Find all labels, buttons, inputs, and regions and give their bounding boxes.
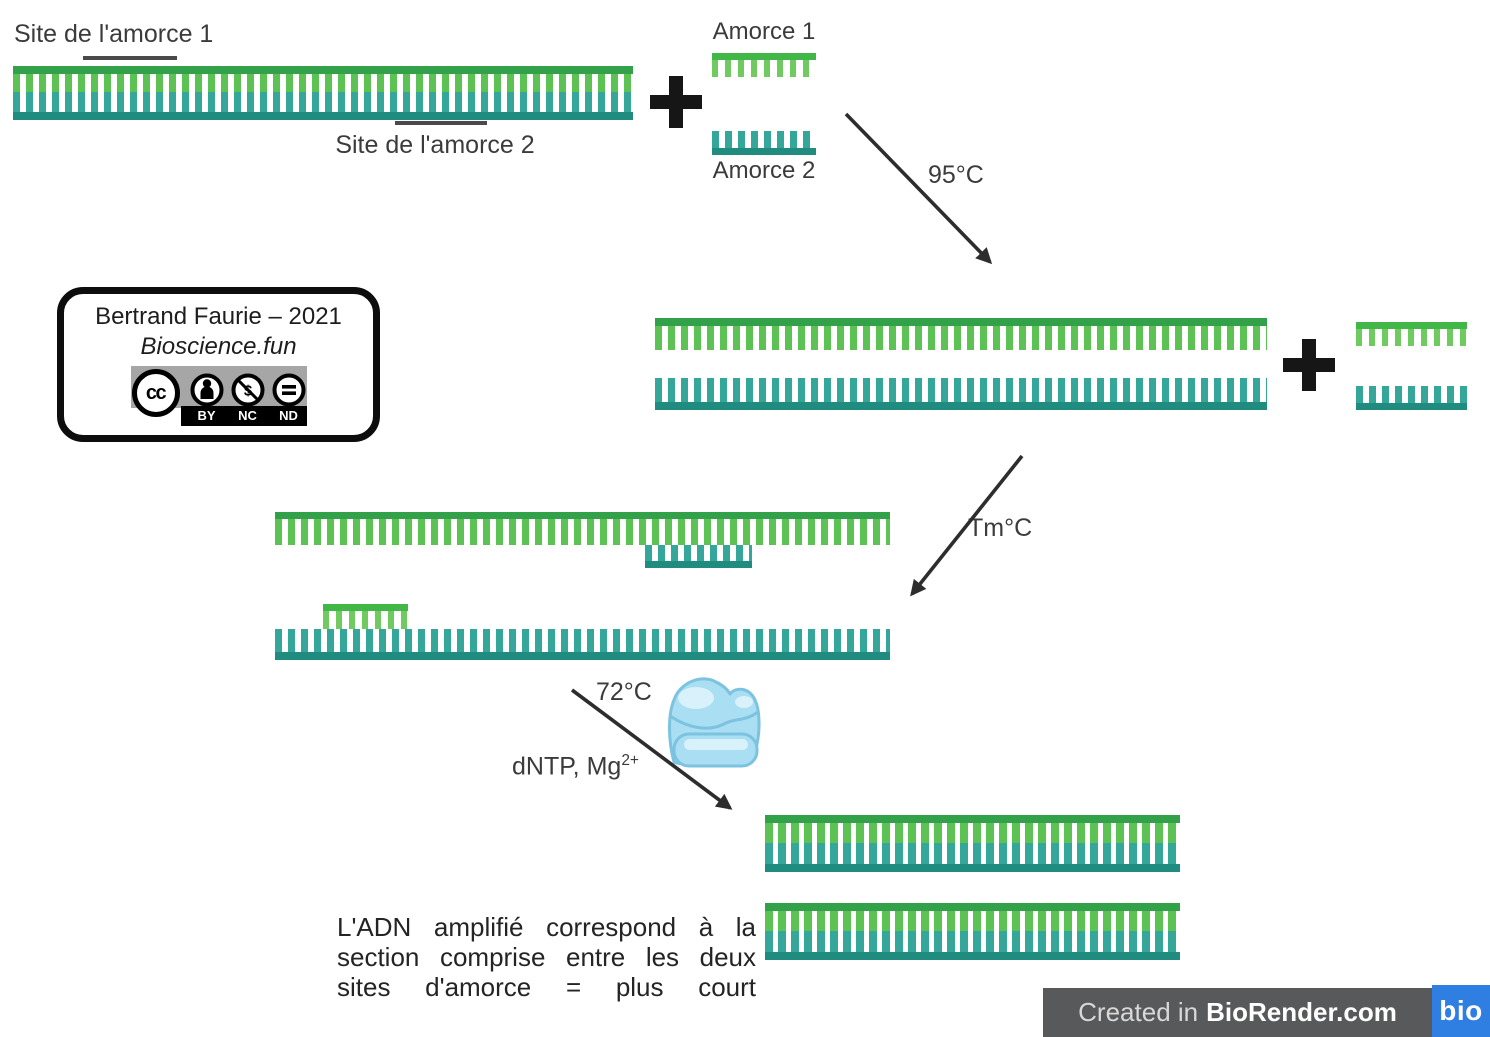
biorender-logo: bio xyxy=(1432,985,1490,1037)
caption-line: sites d'amorce = plus court xyxy=(337,972,756,1002)
credit-brand: BioRender.com xyxy=(1206,997,1397,1027)
antisense-bases xyxy=(13,92,633,112)
cc-badge-nd: ND xyxy=(279,408,298,423)
annealed-primer-2 xyxy=(645,545,752,568)
license-website: Bioscience.fun xyxy=(140,333,297,360)
sense-bases xyxy=(13,74,633,92)
attribution-person-icon xyxy=(190,373,223,407)
primer-backbone xyxy=(1356,322,1467,329)
primer-backbone xyxy=(323,604,408,611)
strand-bases xyxy=(655,326,1267,350)
strand-backbone xyxy=(275,512,890,519)
denatured-sense-strand xyxy=(655,318,1267,350)
strand-backbone xyxy=(275,652,890,660)
caption-text: L'ADN amplifié correspond à la section c… xyxy=(337,912,756,1002)
antisense-bases xyxy=(765,843,1180,864)
plus-icon xyxy=(650,76,702,128)
cc-icon: cc xyxy=(131,369,180,417)
product-dna-2 xyxy=(765,903,1180,960)
caption-line: section comprise entre les deux xyxy=(337,942,756,972)
license-box: Bertrand Faurie – 2021 Bioscience.fun cc… xyxy=(57,287,380,442)
primer-backbone xyxy=(712,148,816,155)
sense-bases xyxy=(765,911,1180,931)
primer-bases xyxy=(645,545,752,561)
plus-icon xyxy=(1283,339,1335,391)
no-derivatives-icon xyxy=(272,373,305,407)
credit-prefix: Created in xyxy=(1078,997,1199,1027)
extension-temp-label: 72°C xyxy=(596,678,652,706)
cc-icon-text: cc xyxy=(145,381,167,404)
denaturation-temp-label: 95°C xyxy=(928,161,984,189)
strand-backbone xyxy=(655,402,1267,410)
strand-bases xyxy=(655,378,1267,402)
strand-backbone xyxy=(655,318,1267,326)
sense-backbone xyxy=(765,903,1180,911)
cc-license-banner: cc $ BY NC ND xyxy=(130,366,307,426)
primer-site-2-overline xyxy=(395,121,487,125)
amorce-1-label: Amorce 1 xyxy=(712,18,816,45)
annealing-temp-label: Tm°C xyxy=(968,514,1033,542)
biorender-logo-text: bio xyxy=(1439,995,1483,1026)
cc-badge-by: BY xyxy=(197,408,216,423)
primer-backbone xyxy=(645,561,752,568)
product-dna-1 xyxy=(765,815,1180,872)
annealed-sense-strand xyxy=(275,512,890,545)
primer-backbone xyxy=(712,53,816,60)
cc-banner-strip xyxy=(180,406,307,426)
amorce-2-label: Amorce 2 xyxy=(712,157,816,184)
primer-amorce-1 xyxy=(712,53,816,77)
primer-bases xyxy=(1356,329,1467,346)
free-primer-2 xyxy=(1356,386,1467,410)
strand-bases xyxy=(275,629,890,652)
primer-bases xyxy=(712,60,816,77)
reagents-label: dNTP, Mg2+ xyxy=(512,752,639,781)
strand-bases xyxy=(275,519,890,545)
sense-bases xyxy=(765,823,1180,843)
sense-backbone xyxy=(765,815,1180,823)
cc-badge-nc: NC xyxy=(238,408,257,423)
antisense-bases xyxy=(765,931,1180,952)
non-commercial-icon: $ xyxy=(231,373,264,407)
reagents-text: dNTP, Mg xyxy=(512,752,622,781)
polymerase-icon xyxy=(668,677,761,768)
annealed-antisense-strand xyxy=(275,629,890,660)
denatured-antisense-strand xyxy=(655,378,1267,410)
reagents-superscript: 2+ xyxy=(621,752,639,769)
template-dna xyxy=(13,66,633,120)
primer-amorce-2 xyxy=(712,131,816,155)
caption-line: L'ADN amplifié correspond à la xyxy=(337,912,756,942)
primer-site-1-label: Site de l'amorce 1 xyxy=(14,20,214,48)
sense-backbone xyxy=(13,66,633,74)
primer-site-2-label: Site de l'amorce 2 xyxy=(335,131,535,159)
antisense-backbone xyxy=(765,952,1180,960)
free-primer-1 xyxy=(1356,322,1467,346)
primer-bases xyxy=(712,131,816,148)
antisense-backbone xyxy=(765,864,1180,872)
license-author: Bertrand Faurie – 2021 xyxy=(95,303,342,330)
antisense-backbone xyxy=(13,112,633,120)
primer-site-1-underline xyxy=(83,56,177,60)
primer-bases xyxy=(323,611,408,629)
annealed-primer-1 xyxy=(323,604,408,629)
primer-backbone xyxy=(1356,403,1467,410)
biorender-credit-bar: Created in BioRender.com xyxy=(1043,988,1432,1037)
primer-bases xyxy=(1356,386,1467,403)
